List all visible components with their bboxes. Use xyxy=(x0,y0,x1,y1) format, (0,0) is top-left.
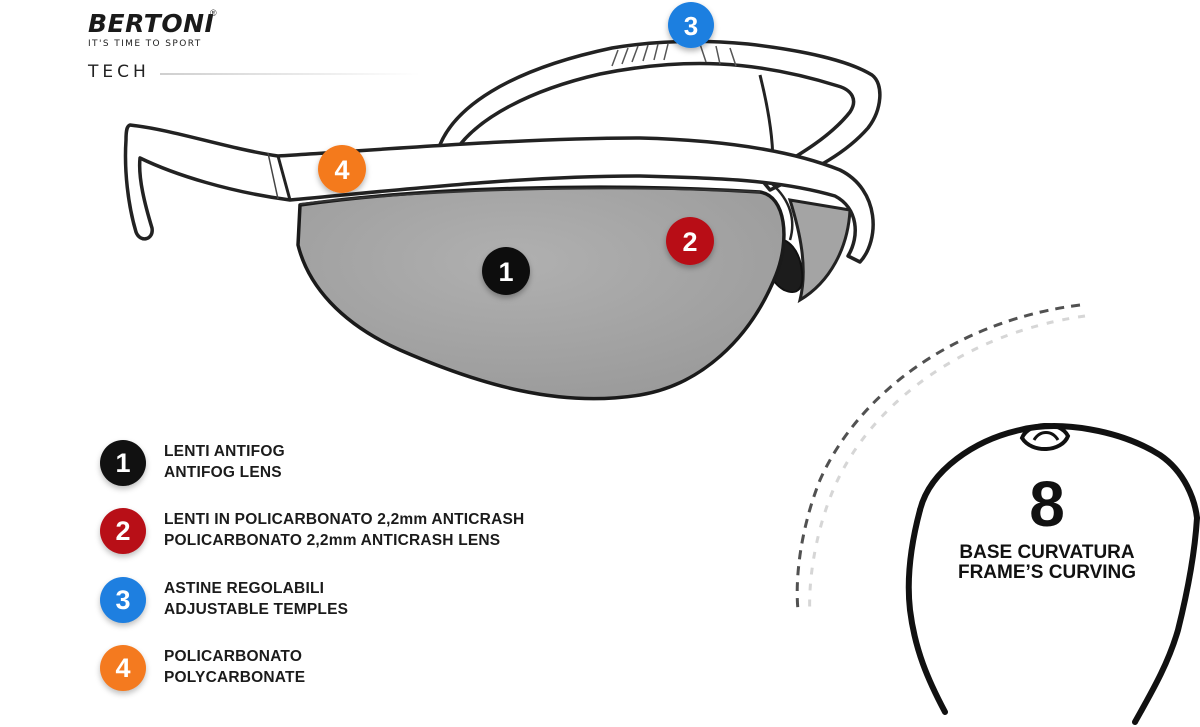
far-lens xyxy=(787,198,852,304)
callout-4: 4 xyxy=(318,145,366,193)
brand-divider xyxy=(160,73,420,75)
legend-text-2: LENTI IN POLICARBONATO 2,2mm ANTICRASH P… xyxy=(164,509,524,551)
curvature-number: 8 xyxy=(1029,468,1065,540)
legend-line-en: POLICARBONATO 2,2mm ANTICRASH LENS xyxy=(164,532,501,549)
legend-line-it: LENTI IN POLICARBONATO 2,2mm ANTICRASH xyxy=(164,511,525,528)
brand-name: BERTONI xyxy=(88,9,215,38)
legend-badge-2: 2 xyxy=(100,508,146,554)
brand-tagline: IT'S TIME TO SPORT xyxy=(88,39,202,49)
svg-text:3: 3 xyxy=(684,11,698,41)
callout-2: 2 xyxy=(666,217,714,265)
legend-badge-1: 1 xyxy=(100,440,146,486)
legend-line-it: ASTINE REGOLABILI xyxy=(164,580,325,597)
brand-registered-mark: ® xyxy=(210,8,217,18)
legend-badge-4: 4 xyxy=(100,645,146,691)
legend-text-3: ASTINE REGOLABILI ADJUSTABLE TEMPLES xyxy=(164,578,348,620)
brand-subtitle: TECH xyxy=(88,62,150,82)
frame-brow-bar xyxy=(123,123,875,264)
legend-line-it: POLICARBONATO xyxy=(164,648,303,665)
legend-line-en: ANTIFOG LENS xyxy=(164,464,282,481)
legend-line-it: LENTI ANTIFOG xyxy=(164,443,285,460)
svg-text:4: 4 xyxy=(334,155,349,185)
svg-text:2: 2 xyxy=(682,227,697,257)
brand-logo: BERTONI ® IT'S TIME TO SPORT TECH xyxy=(88,8,217,82)
callout-3: 3 xyxy=(668,2,714,48)
legend-text-4: POLICARBONATO POLYCARBONATE xyxy=(164,646,305,688)
legend-text-1: LENTI ANTIFOG ANTIFOG LENS xyxy=(164,441,285,483)
legend-badge-3: 3 xyxy=(100,577,146,623)
frame-top-view xyxy=(905,422,1200,725)
legend-line-en: POLYCARBONATE xyxy=(164,669,306,686)
legend-line-en: ADJUSTABLE TEMPLES xyxy=(164,601,349,618)
curvature-label: BASE CURVATURA FRAME’S CURVING xyxy=(937,543,1157,583)
curvature-line-it: BASE CURVATURA xyxy=(959,542,1135,563)
curvature-line-en: FRAME’S CURVING xyxy=(957,562,1137,583)
main-lens xyxy=(296,185,786,401)
svg-text:1: 1 xyxy=(498,257,513,287)
curvature-arc-shadow xyxy=(808,314,1086,616)
callout-1: 1 xyxy=(482,247,530,295)
